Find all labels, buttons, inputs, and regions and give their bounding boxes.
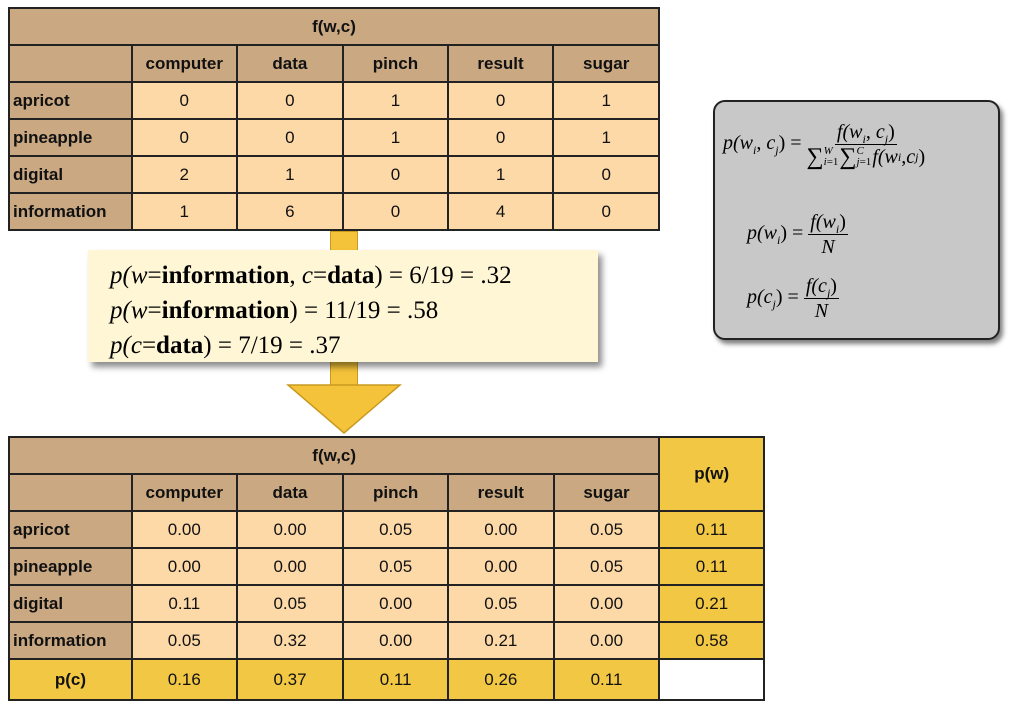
table-cell: 0: [342, 192, 449, 231]
table-cell: 0.05: [552, 510, 661, 549]
pc-value: 0.11: [552, 658, 661, 701]
row-label: pineapple: [8, 547, 133, 586]
row-label: digital: [8, 584, 133, 623]
table-cell: 1: [552, 81, 660, 120]
table-cell: 1: [130, 192, 238, 231]
table-title: f(w,c): [8, 7, 660, 46]
context-marginal-formula: p(cj) = f(cj)N: [747, 275, 839, 322]
pc-value: 0.11: [342, 658, 449, 701]
context-probability-line: p(c=data) = 7/19 = .37: [110, 332, 341, 359]
pw-value: 0.11: [658, 510, 765, 549]
table-cell: 0: [235, 81, 345, 120]
column-header: pinch: [342, 44, 449, 83]
table-cell: 0: [446, 118, 555, 157]
pc-value: 0.16: [130, 658, 238, 701]
table-cell: 0.11: [130, 584, 238, 623]
pc-value: 0.26: [446, 658, 555, 701]
down-arrow-icon: [286, 384, 402, 434]
pw-value: 0.21: [658, 584, 765, 623]
column-header: sugar: [552, 44, 660, 83]
table-cell: 0.21: [446, 621, 555, 660]
table-cell: 0.00: [446, 547, 555, 586]
table-cell: 0: [552, 155, 660, 194]
table-cell: 0.00: [446, 510, 555, 549]
pc-value: 0.37: [235, 658, 345, 701]
pc-label: p(c): [8, 658, 133, 701]
column-header: computer: [130, 44, 238, 83]
joint-probability-line: p(w=information, c=data) = 6/19 = .32: [110, 262, 512, 289]
pw-value: 0.58: [658, 621, 765, 660]
column-header: pinch: [342, 473, 449, 512]
table-cell: 1: [552, 118, 660, 157]
table-cell: 1: [446, 155, 555, 194]
table-cell: 0.00: [235, 510, 345, 549]
table-cell: 0.00: [552, 621, 661, 660]
row-label: apricot: [8, 81, 133, 120]
pc-row: p(c) 0.16 0.37 0.11 0.26 0.11: [8, 658, 765, 701]
table-cell: 0.05: [446, 584, 555, 623]
table-cell: 0.00: [342, 621, 449, 660]
row-label: apricot: [8, 510, 133, 549]
table-cell: 1: [235, 155, 345, 194]
table-cell: 0.05: [130, 621, 238, 660]
table-cell: 0.00: [130, 510, 238, 549]
table-cell: 0: [130, 81, 238, 120]
table-cell: 0.32: [235, 621, 345, 660]
table-cell: 0.00: [130, 547, 238, 586]
table-title: f(w,c): [7, 436, 661, 475]
probability-table: f(w,c) p(w) computer data pinch result s…: [7, 436, 765, 701]
table-cell: 0.05: [552, 547, 661, 586]
frequency-table: f(w,c) computer data pinch result sugar …: [8, 7, 660, 231]
table-cell: 1: [342, 118, 449, 157]
column-header: result: [446, 473, 555, 512]
row-label: information: [8, 621, 133, 660]
column-header: result: [446, 44, 555, 83]
table-cell: 0.00: [342, 584, 449, 623]
table-cell: 0: [552, 192, 660, 231]
column-header: sugar: [552, 473, 661, 512]
table-cell: 0.00: [552, 584, 661, 623]
table-cell: 2: [130, 155, 238, 194]
word-marginal-formula: p(wi) = f(wi)N: [747, 211, 848, 258]
table-cell: 0.05: [235, 584, 345, 623]
probability-example-box: p(w=information, c=data) = 6/19 = .32 p(…: [88, 250, 598, 362]
table-cell: 6: [235, 192, 345, 231]
row-label: information: [8, 192, 133, 231]
arrow-shaft: [330, 360, 358, 388]
table-cell: 4: [446, 192, 555, 231]
table-cell: 0: [446, 81, 555, 120]
row-label: pineapple: [8, 118, 133, 157]
table-cell: 0: [342, 155, 449, 194]
row-label: digital: [8, 155, 133, 194]
column-header: computer: [130, 473, 238, 512]
pw-header: p(w): [658, 436, 765, 512]
table-cell: 0.05: [342, 510, 449, 549]
column-header: data: [235, 473, 345, 512]
word-probability-line: p(w=information) = 11/19 = .58: [110, 297, 439, 324]
table-cell: 1: [342, 81, 449, 120]
pw-value: 0.11: [658, 547, 765, 586]
table-cell: 0.00: [235, 547, 345, 586]
table-cell: 0: [235, 118, 345, 157]
table-cell: 0: [130, 118, 238, 157]
column-header: data: [235, 44, 345, 83]
table-cell: 0.05: [342, 547, 449, 586]
